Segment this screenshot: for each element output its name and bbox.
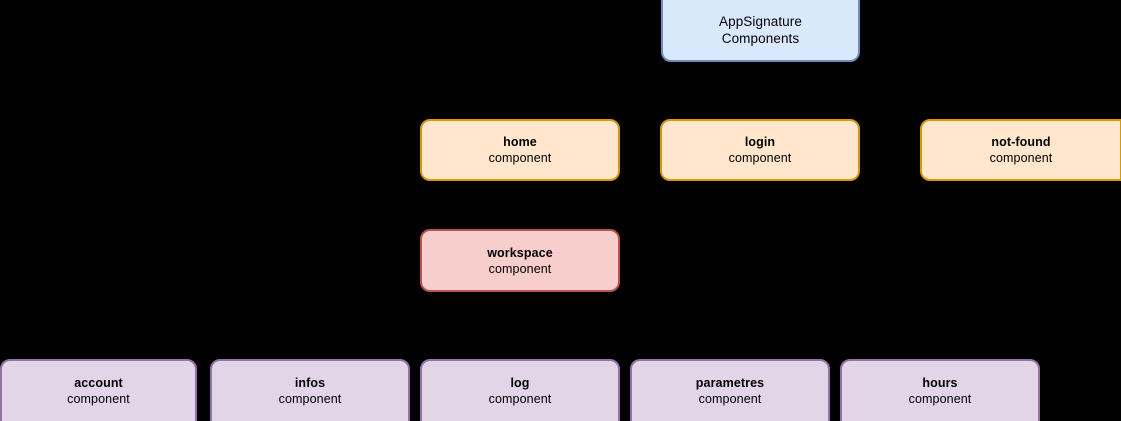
node-title: log [510, 376, 530, 390]
node-home[interactable]: home component [420, 119, 620, 181]
node-parametres[interactable]: parametres component [630, 359, 830, 421]
node-title: home [503, 135, 537, 149]
node-subtitle: component [67, 392, 130, 406]
node-subtitle: component [989, 151, 1053, 165]
node-title: AppSignature [718, 13, 802, 29]
node-not-found[interactable]: not-found component [920, 119, 1121, 181]
node-subtitle: component [278, 392, 342, 406]
node-subtitle: component [908, 392, 972, 406]
node-title: parametres [695, 376, 765, 390]
node-title: workspace [487, 245, 553, 260]
node-subtitle: component [728, 151, 792, 165]
node-log[interactable]: log component [420, 359, 620, 421]
node-subtitle: Components [721, 31, 800, 46]
node-subtitle: component [488, 151, 552, 165]
node-title: infos [294, 376, 326, 390]
node-title: login [744, 135, 776, 149]
node-subtitle: component [698, 392, 762, 406]
node-infos[interactable]: infos component [210, 359, 410, 421]
node-hours[interactable]: hours component [840, 359, 1040, 421]
node-login[interactable]: login component [660, 119, 860, 181]
node-subtitle: component [488, 261, 552, 276]
node-title: hours [922, 376, 958, 390]
node-subtitle: component [488, 392, 552, 406]
node-title: account [74, 376, 123, 390]
node-title: not-found [991, 135, 1051, 149]
node-account[interactable]: account component [0, 359, 197, 421]
